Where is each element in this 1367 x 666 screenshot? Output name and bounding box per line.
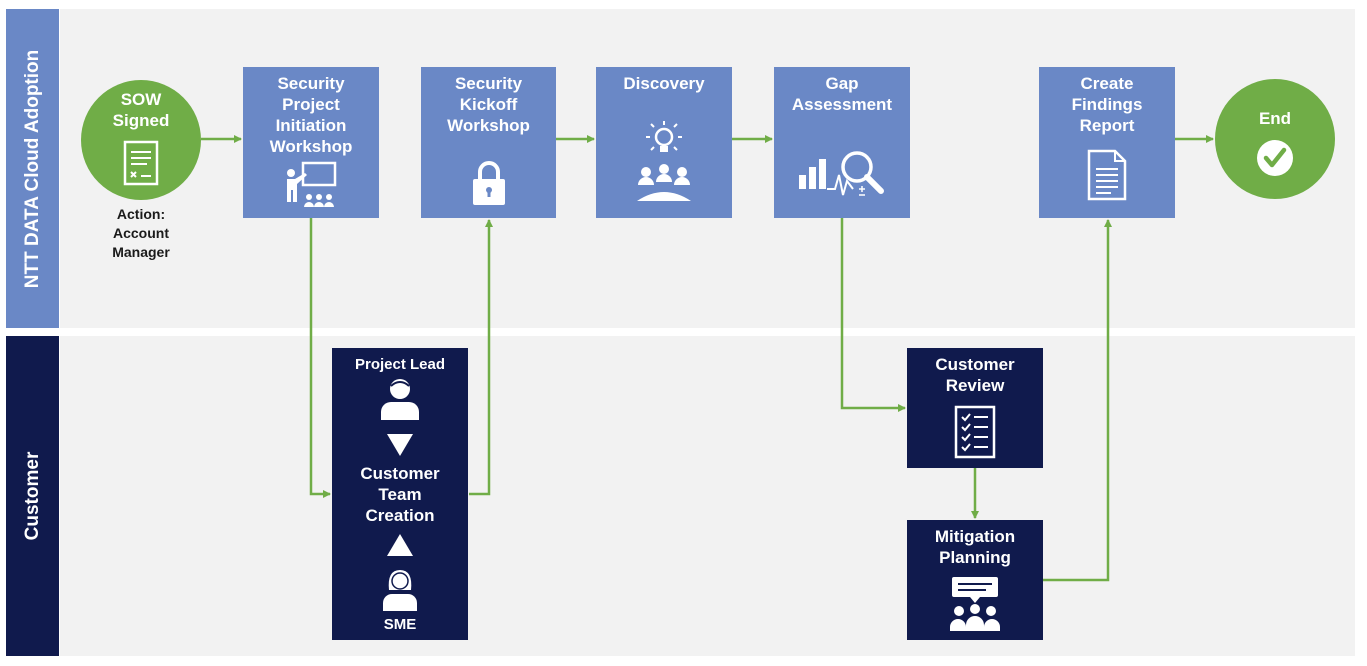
findings-line3: Report (1079, 116, 1135, 135)
security-project-initiation-node: Security Project Initiation Workshop (243, 67, 379, 218)
report-icon (1087, 149, 1127, 201)
sow-action-note: Action: Account Manager (91, 205, 191, 262)
skw-line3: Workshop (447, 116, 530, 135)
lightbulb-meeting-icon (637, 121, 691, 201)
analytics-magnifier-icon (799, 151, 884, 196)
sow-note-line2: Account (113, 225, 169, 241)
customer-team-creation-node: Project Lead Customer Team Creation SME (332, 348, 468, 640)
lock-icon (472, 161, 505, 205)
findings-line1: Create (1080, 74, 1134, 93)
sow-note-line1: Action: (116, 206, 166, 222)
customer-review-node: Customer Review (907, 348, 1043, 468)
presenter-icon (287, 161, 337, 207)
person-icon (381, 379, 419, 420)
spiw-line2: Project (282, 95, 340, 114)
review-line1: Customer (935, 355, 1015, 374)
gap-assessment-node: Gap Assessment (774, 67, 910, 218)
findings-line2: Findings (1071, 95, 1143, 114)
discovery-node: Discovery (596, 67, 732, 218)
check-circle-icon (1257, 140, 1293, 176)
team-line3: Creation (365, 506, 435, 525)
mitigation-line1: Mitigation (934, 527, 1016, 546)
sow-note-line3: Manager (112, 244, 170, 260)
woman-icon (383, 570, 417, 611)
discovery-line1: Discovery (623, 74, 705, 93)
sow-label-line2: Signed (112, 111, 170, 130)
sow-label-line1: SOW (120, 90, 162, 109)
gap-line2: Assessment (791, 95, 893, 114)
spiw-line3: Initiation (275, 116, 347, 135)
checklist-icon (954, 405, 996, 459)
team-line2: Team (378, 485, 422, 504)
mitigation-planning-node: Mitigation Planning (907, 520, 1043, 640)
triangle-down-icon (387, 434, 413, 456)
arrow-project-to-team (309, 218, 331, 498)
end-node: End (1215, 79, 1335, 199)
gap-line1: Gap (825, 74, 859, 93)
create-findings-report-node: Create Findings Report (1039, 67, 1175, 218)
skw-line1: Security (454, 74, 523, 93)
document-check-icon (123, 140, 159, 186)
team-line1: Customer (360, 464, 440, 483)
spiw-line4: Workshop (269, 137, 353, 156)
triangle-up-icon (387, 534, 413, 556)
lane-label-customer: Customer (6, 336, 59, 656)
skw-line2: Kickoff (459, 95, 518, 114)
lane-customer-background (60, 336, 1355, 656)
mitigation-line2: Planning (939, 548, 1011, 567)
lane-label-ntt: NTT DATA Cloud Adoption (6, 9, 59, 328)
sow-signed-node: SOW Signed (81, 80, 201, 200)
group-discussion-icon (950, 577, 1000, 631)
spiw-line1: Security (277, 74, 345, 93)
arrow-mitigation-to-findings (1043, 219, 1112, 582)
security-kickoff-node: Security Kickoff Workshop (421, 67, 556, 218)
arrow-team-to-kickoff (469, 219, 493, 496)
end-label: End (1258, 109, 1292, 128)
team-top-label: Project Lead (354, 356, 446, 373)
review-line2: Review (945, 376, 1005, 395)
arrow-gap-to-review (840, 218, 906, 412)
team-bottom-label: SME (383, 616, 417, 633)
